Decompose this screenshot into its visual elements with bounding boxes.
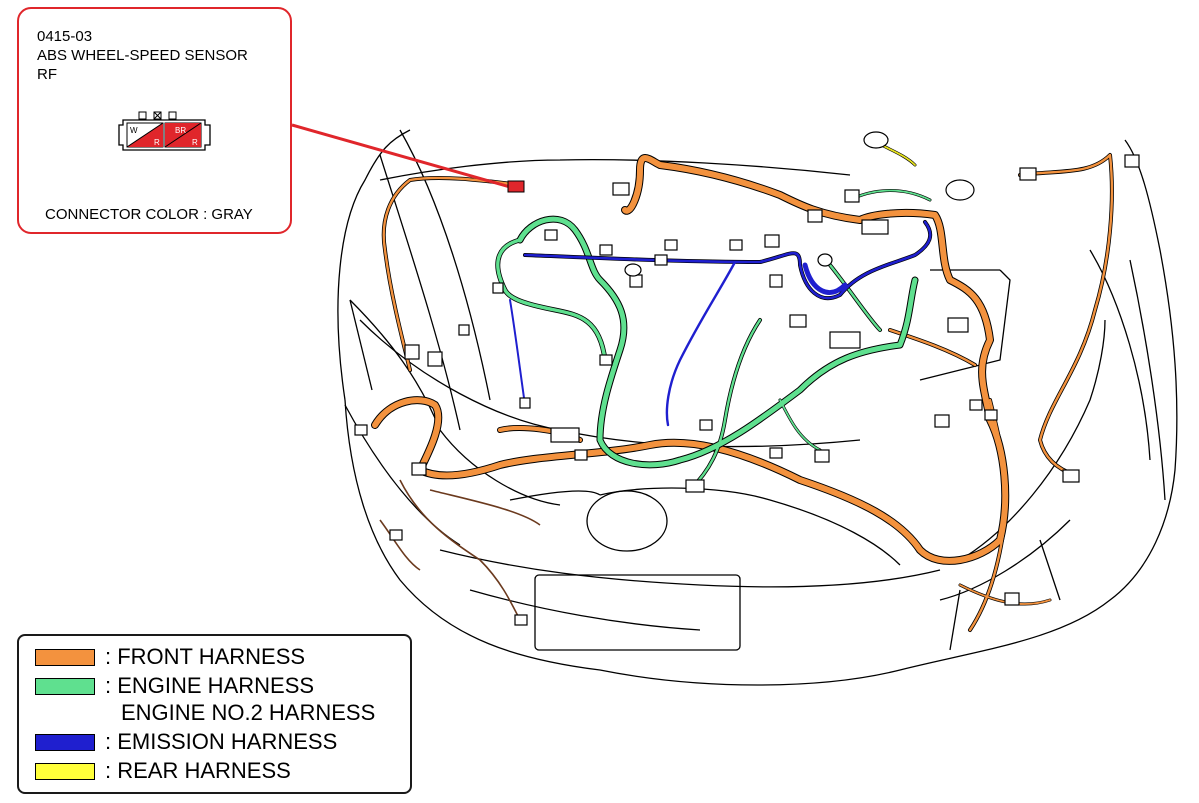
connectors — [354, 154, 1140, 626]
grille-outline — [509, 487, 901, 651]
license-plate-area — [534, 574, 741, 651]
connector-name: ABS WHEEL-SPEED SENSOR — [37, 47, 248, 64]
pin-2-sub: R — [192, 138, 198, 147]
grommets — [624, 131, 975, 277]
legend-label-rear: : REAR HARNESS — [105, 758, 291, 783]
abs-sensor-connector-highlight[interactable] — [507, 180, 525, 193]
pin-2-label: BR — [175, 126, 186, 135]
emblem — [586, 490, 668, 552]
legend-label-emission: : EMISSION HARNESS — [105, 729, 338, 754]
legend-row-emission: : EMISSION HARNESS — [35, 731, 337, 753]
legend-label-engine: : ENGINE HARNESS — [105, 673, 315, 698]
legend-swatch-rear — [35, 762, 95, 780]
callout-leader-line — [291, 123, 511, 189]
emission-harness — [509, 220, 933, 427]
car-body-outline — [337, 129, 1178, 686]
legend-row-engine: : ENGINE HARNESS — [35, 675, 314, 697]
legend-row-rear: : REAR HARNESS — [35, 760, 291, 782]
pin-1-sub: R — [154, 138, 160, 147]
legend-swatch-front — [35, 648, 95, 666]
connector-color-label: CONNECTOR COLOR : GRAY — [45, 206, 253, 223]
engine-harness-fill — [496, 189, 931, 492]
connector-face-diagram: W R BR R — [118, 111, 211, 151]
front-harness — [371, 153, 1114, 632]
legend-row-front: : FRONT HARNESS — [35, 646, 305, 668]
legend-label-front: : FRONT HARNESS — [105, 644, 306, 669]
connector-callout: 0415-03 ABS WHEEL-SPEED SENSOR RF W R BR… — [17, 7, 292, 234]
connector-position: RF — [37, 66, 57, 83]
legend-swatch-emission — [35, 733, 95, 751]
legend-swatch-engine — [35, 677, 95, 695]
pin-1-label: W — [130, 126, 138, 135]
legend-label-engine-no2: ENGINE NO.2 HARNESS — [121, 700, 376, 725]
misc-wiring — [379, 479, 541, 621]
front-harness-fill — [372, 153, 1114, 632]
connector-code: 0415-03 — [37, 28, 93, 45]
harness-legend: : FRONT HARNESS : ENGINE HARNESS ENGINE … — [17, 634, 412, 794]
